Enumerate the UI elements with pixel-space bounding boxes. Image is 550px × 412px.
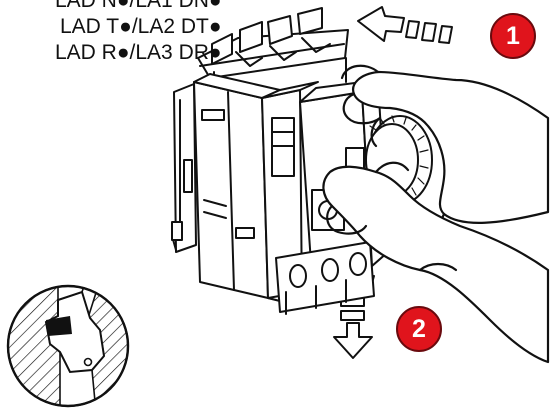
hand-icon [340, 64, 550, 238]
model-label-1: LAD N●/LA1 DN● [55, 0, 222, 12]
model-label-2: LAD T●/LA2 DT● [60, 15, 222, 38]
step-1-badge: 1 [490, 13, 536, 59]
detail-zoom-icon [6, 284, 130, 408]
model-label-3: LAD R●/LA3 DR● [55, 41, 222, 64]
slide-in-arrow-icon [357, 6, 453, 44]
step-2-badge: 2 [396, 306, 442, 352]
hand-lower [322, 161, 550, 364]
